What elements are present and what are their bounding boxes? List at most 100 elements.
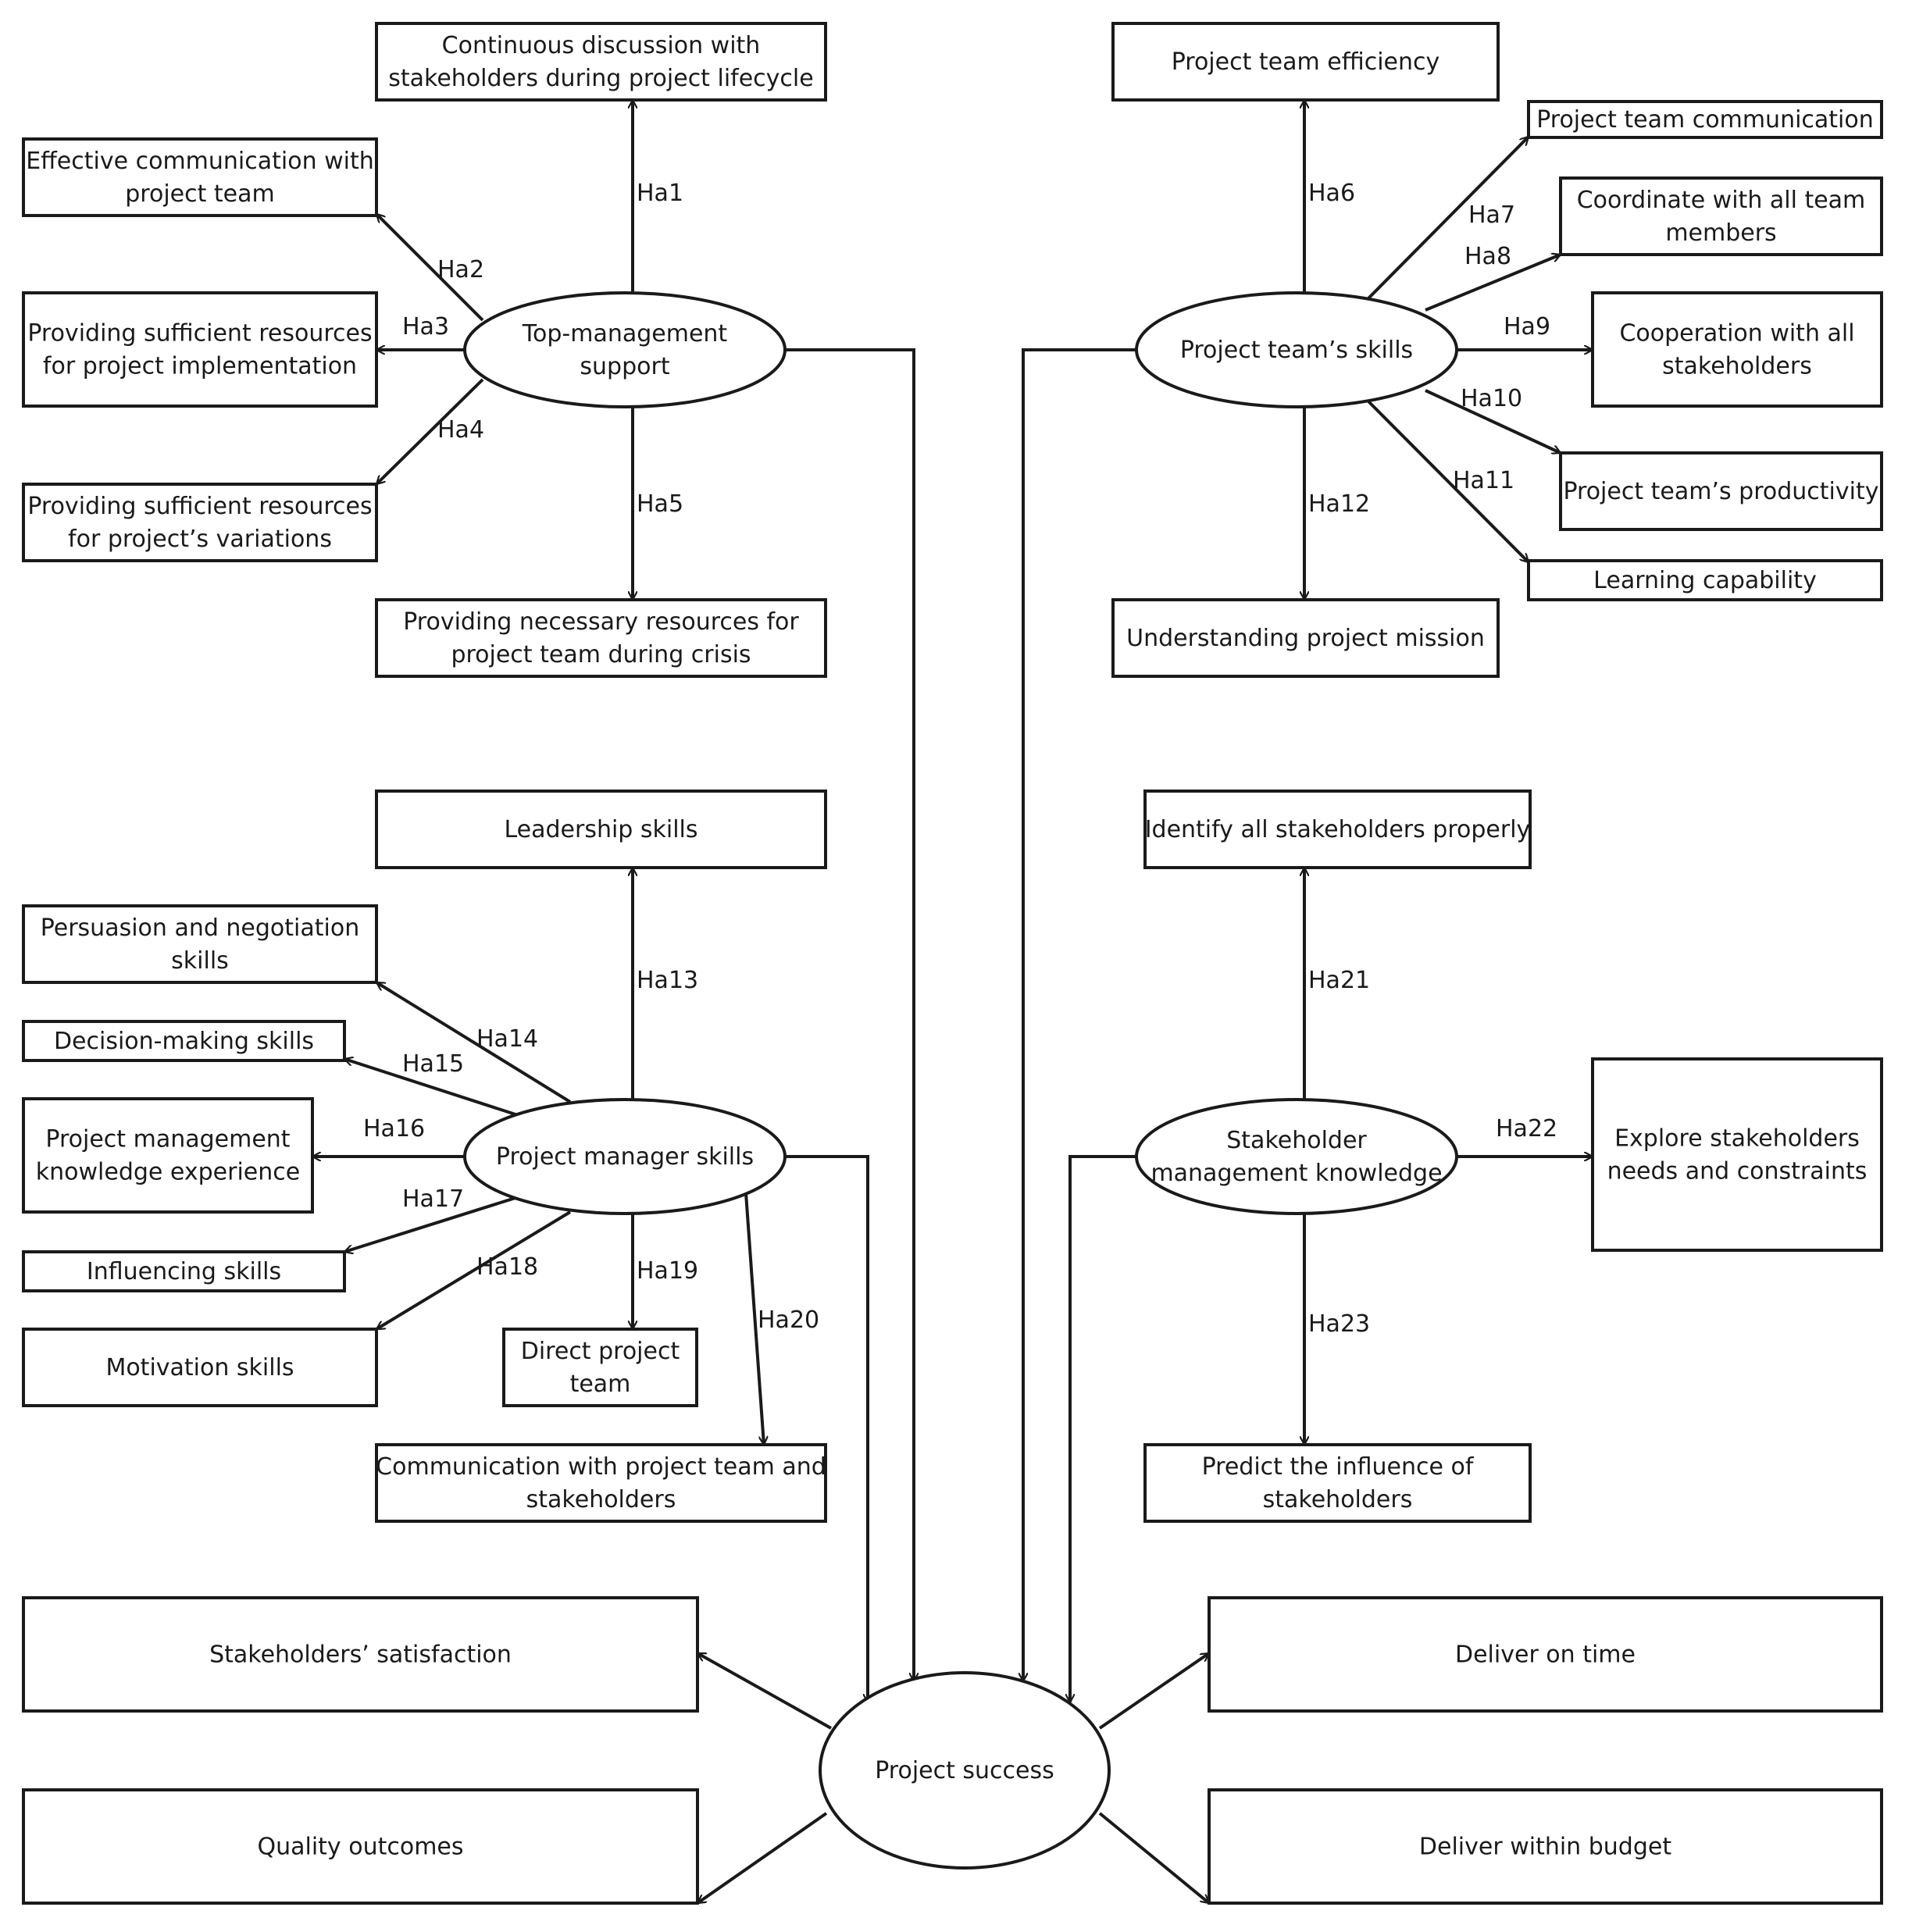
node-inf-label-line: Influencing skills: [87, 1258, 281, 1285]
node-pns-shape: [22, 904, 378, 984]
node-pnr: Providing necessary resources for project…: [375, 598, 827, 678]
node-qo: Quality outcomes: [22, 1788, 699, 1905]
node-lc-label-line: Learning capability: [1593, 567, 1817, 594]
node-ls-shape: [375, 790, 827, 869]
edge-label-ha17: Ha17: [402, 1185, 464, 1213]
node-esnc: Explore stakeholders needs and constraint…: [1591, 1057, 1883, 1252]
node-psrv-label-line: Providing sufficient resources: [27, 493, 372, 520]
node-ec-label-line: Effective communication with: [26, 148, 374, 175]
node-ec-label-line: project team: [125, 180, 274, 208]
node-esnc-label-line: needs and constraints: [1607, 1158, 1868, 1185]
node-smk: Stakeholder management knowledge: [1135, 1098, 1458, 1215]
edge-label-ha22: Ha22: [1496, 1115, 1557, 1142]
edge-label-ha7: Ha7: [1468, 201, 1515, 229]
node-tms-shape: [463, 291, 787, 408]
node-pte-label-line: Project team efficiency: [1172, 48, 1440, 76]
node-ps-shape: [819, 1671, 1111, 1870]
node-smk-label-line: Stakeholder: [1226, 1127, 1367, 1154]
edge-tms-to-ec: [376, 214, 484, 322]
node-iasp-shape: [1143, 790, 1532, 869]
node-qo-label-line: Quality outcomes: [257, 1834, 463, 1861]
node-ptsk-label-line: Project team’s skills: [1180, 337, 1413, 364]
edge-pms-to-inf: [344, 1196, 519, 1252]
node-cpts: Communication with project team andstake…: [375, 1443, 827, 1523]
node-pms-label-line: Project manager skills: [496, 1143, 754, 1171]
edge-ptsk-to-ptp: [1425, 389, 1561, 453]
node-ptc-label-line: Project team communication: [1536, 106, 1874, 134]
edge-label-ha10: Ha10: [1461, 385, 1522, 412]
node-pnr-label-line: Providing necessary resources for: [403, 608, 799, 636]
node-catm-shape: [1559, 176, 1883, 256]
edge-label-ha5: Ha5: [637, 490, 683, 518]
edge-label-ha1: Ha1: [637, 180, 683, 207]
node-psri-label-line: for project implementation: [43, 353, 357, 380]
edge-label-ha13: Ha13: [637, 967, 698, 994]
edge-label-ha23: Ha23: [1308, 1310, 1370, 1338]
edges-layer: [312, 100, 1593, 1905]
edge-label-ha14: Ha14: [476, 1025, 538, 1053]
node-pis-label-line: stakeholders: [1263, 1486, 1413, 1513]
node-mot-label-line: Motivation skills: [105, 1354, 294, 1381]
node-ss: Stakeholders’ satisfaction: [22, 1596, 699, 1713]
edge-label-ha9: Ha9: [1504, 313, 1550, 340]
edge-label-ha3: Ha3: [402, 313, 449, 340]
node-mot-shape: [22, 1328, 378, 1407]
node-cd-label-line: stakeholders during project lifecycle: [388, 65, 813, 92]
node-ptp: Project team’s productivity: [1559, 451, 1883, 531]
node-upm-shape: [1111, 598, 1500, 678]
node-dpt-label-line: Direct project: [521, 1338, 680, 1365]
node-dms-shape: [22, 1020, 346, 1062]
node-cpts-label-line: stakeholders: [526, 1486, 676, 1513]
node-ss-label-line: Stakeholders’ satisfaction: [209, 1641, 512, 1669]
node-smk-label-line: management knowledge: [1150, 1160, 1442, 1187]
node-psrv-shape: [22, 483, 378, 562]
node-pnr-label-line: project team during crisis: [451, 641, 751, 668]
node-cas-label-line: Cooperation with all: [1619, 320, 1854, 348]
node-upm-label-line: Understanding project mission: [1126, 625, 1485, 652]
node-pmke-label-line: Project management: [45, 1126, 290, 1153]
node-psrv: Providing sufficient resources for projec…: [22, 483, 378, 562]
node-dwb-label-line: Deliver within budget: [1419, 1834, 1671, 1861]
node-cd-shape: [375, 22, 827, 102]
node-dms: Decision-making skills: [22, 1020, 346, 1062]
node-ptp-shape: [1559, 451, 1883, 531]
node-smk-shape: [1135, 1098, 1458, 1215]
edge-ptsk-to-ps: [1023, 348, 1144, 1681]
node-dot: Deliver on time: [1208, 1596, 1883, 1713]
node-pns-label-line: Persuasion and negotiation: [41, 914, 360, 942]
node-lc: Learning capability: [1527, 559, 1883, 601]
node-ptc-shape: [1527, 100, 1883, 139]
node-psrv-label-line: for project’s variations: [68, 526, 332, 553]
node-dms-label-line: Decision-making skills: [54, 1028, 314, 1055]
node-iasp: Identify all stakeholders properly: [1143, 790, 1532, 869]
edge-label-ha21: Ha21: [1308, 967, 1370, 994]
node-esnc-label-line: Explore stakeholders: [1614, 1125, 1860, 1153]
edge-pms-to-ps: [785, 1155, 868, 1702]
edge-pms-to-mot: [376, 1210, 572, 1331]
node-ss-shape: [22, 1596, 699, 1713]
node-pte-shape: [1111, 22, 1500, 102]
node-pnr-shape: [375, 598, 827, 678]
edge-labels-layer: Ha1Ha2Ha3Ha4Ha5Ha6Ha7Ha8Ha9Ha10Ha11Ha12H…: [363, 180, 1557, 1338]
node-ls: Leadership skills: [375, 790, 827, 869]
node-ptsk: Project team’s skills: [1135, 291, 1458, 408]
edge-label-ha12: Ha12: [1308, 490, 1370, 518]
edge-ps-to-qo: [697, 1812, 828, 1905]
node-inf-shape: [22, 1250, 346, 1292]
edge-tms-to-psrv: [376, 378, 484, 484]
node-dpt-shape: [502, 1328, 698, 1407]
edge-label-ha15: Ha15: [402, 1050, 464, 1078]
edge-ptsk-to-lc: [1367, 400, 1529, 562]
node-cd-label-line: Continuous discussion with: [442, 32, 761, 59]
edge-ps-to-dot: [1098, 1652, 1209, 1730]
node-catm-label-line: Coordinate with all team: [1577, 187, 1866, 214]
edge-smk-to-ps: [1070, 1155, 1144, 1702]
node-ptc: Project team communication: [1527, 100, 1883, 139]
node-esnc-shape: [1591, 1057, 1883, 1252]
node-psri-label-line: Providing sufficient resources: [27, 320, 372, 348]
